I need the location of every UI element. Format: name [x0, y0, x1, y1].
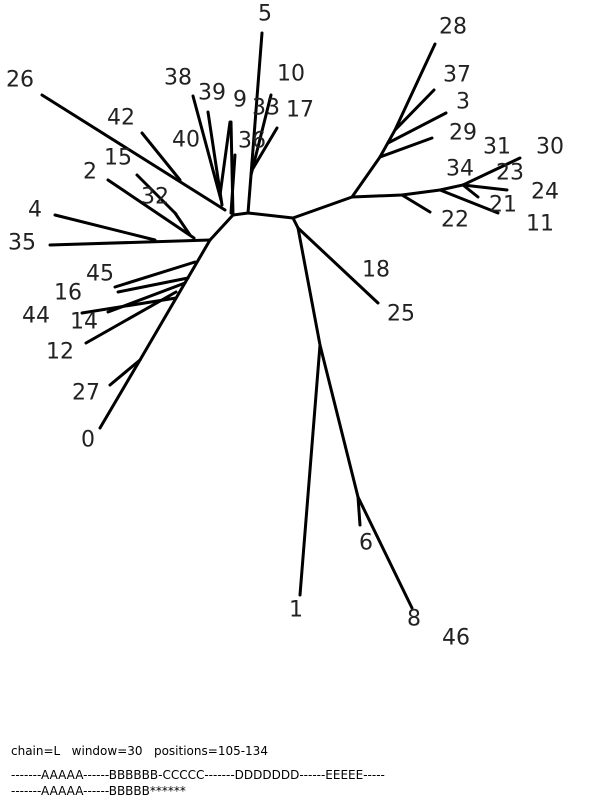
branch-2 — [106, 178, 196, 240]
branch-45 — [113, 260, 197, 289]
leaf-label: 37 — [443, 63, 471, 88]
leaf-label: 22 — [441, 208, 469, 233]
branch-22 — [400, 193, 432, 214]
leaf-label: 42 — [107, 106, 135, 131]
leaf-label: 39 — [198, 81, 226, 106]
leaf-label: 11 — [526, 212, 554, 237]
branch-32 — [173, 211, 192, 237]
alignment-line-1: -------AAAAA------BBBBBB-CCCCC-------DDD… — [11, 768, 385, 782]
leaf-label: 1 — [289, 598, 303, 623]
branch-11 — [438, 188, 500, 215]
leaf-label: 3 — [456, 90, 470, 115]
leaf-label: 27 — [72, 381, 100, 406]
leaf-label: 38 — [164, 66, 192, 91]
leaf-label: 31 — [483, 135, 511, 160]
leaf-label: 17 — [286, 98, 314, 123]
leaf-label: 32 — [141, 185, 169, 210]
leaf-label: 34 — [446, 157, 474, 182]
branch-16 — [116, 276, 190, 294]
phylogenetic-tree: 5 28 26 38 10 37 39 9 33 3 42 17 40 36 2… — [6, 2, 564, 651]
branch-6 — [318, 343, 362, 527]
branch-right — [291, 155, 382, 220]
branch-10 — [249, 93, 273, 177]
leaf-label: 33 — [252, 96, 280, 121]
leaf-label: 46 — [442, 626, 470, 651]
branch-29 — [378, 136, 434, 159]
leaf-label: 30 — [536, 135, 564, 160]
branch-25 — [296, 226, 380, 305]
alignment-line-2: -------AAAAA------BBBBB****** — [11, 784, 186, 798]
branch-4 — [53, 213, 157, 242]
branch-1 — [291, 216, 322, 597]
branch-12 — [84, 290, 178, 345]
leaf-label: 0 — [81, 428, 95, 453]
branch-3 — [386, 111, 448, 145]
parameters-caption: chain=L window=30 positions=105-134 — [11, 744, 268, 758]
leaf-label: 36 — [238, 129, 266, 154]
branch-21 — [461, 183, 480, 199]
leaf-label: 23 — [496, 161, 524, 186]
leaf-label: 4 — [28, 198, 42, 223]
leaf-label: 10 — [277, 62, 305, 87]
leaf-label: 21 — [489, 193, 517, 218]
leaf-label: 9 — [233, 88, 247, 113]
branch-38 — [191, 94, 223, 202]
branch-40 — [218, 120, 232, 197]
leaf-label: 14 — [70, 310, 98, 335]
branch-5 — [246, 31, 264, 215]
leaf-label: 8 — [407, 607, 421, 632]
branch-36 — [229, 153, 237, 215]
branch-26 — [40, 93, 227, 212]
branch-0 — [98, 238, 212, 430]
leaf-label: 2 — [83, 160, 97, 185]
branch-27 — [108, 358, 142, 387]
branch-30 — [350, 156, 522, 199]
leaf-label: 12 — [46, 340, 74, 365]
leaf-label: 16 — [54, 281, 82, 306]
leaf-label: 18 — [362, 258, 390, 283]
tree-branches — [40, 31, 522, 610]
leaf-label: 26 — [6, 68, 34, 93]
leaf-label: 5 — [258, 2, 272, 27]
branch-15 — [135, 173, 178, 216]
leaf-labels: 5 28 26 38 10 37 39 9 33 3 42 17 40 36 2… — [6, 2, 564, 651]
leaf-label: 28 — [439, 15, 467, 40]
branch-35 — [48, 238, 212, 247]
leaf-label: 6 — [359, 531, 373, 556]
leaf-label: 15 — [104, 146, 132, 171]
leaf-label: 35 — [8, 231, 36, 256]
leaf-label: 45 — [86, 262, 114, 287]
branch-core — [208, 211, 295, 242]
branch-8 — [356, 495, 414, 610]
branch-42 — [140, 131, 182, 182]
leaf-label: 24 — [531, 180, 559, 205]
leaf-label: 25 — [387, 302, 415, 327]
branch-24 — [461, 183, 509, 192]
leaf-label: 29 — [449, 121, 477, 146]
branch-17 — [250, 126, 279, 172]
branch-37 — [393, 88, 436, 132]
leaf-label: 40 — [172, 128, 200, 153]
leaf-label: 44 — [22, 304, 50, 329]
